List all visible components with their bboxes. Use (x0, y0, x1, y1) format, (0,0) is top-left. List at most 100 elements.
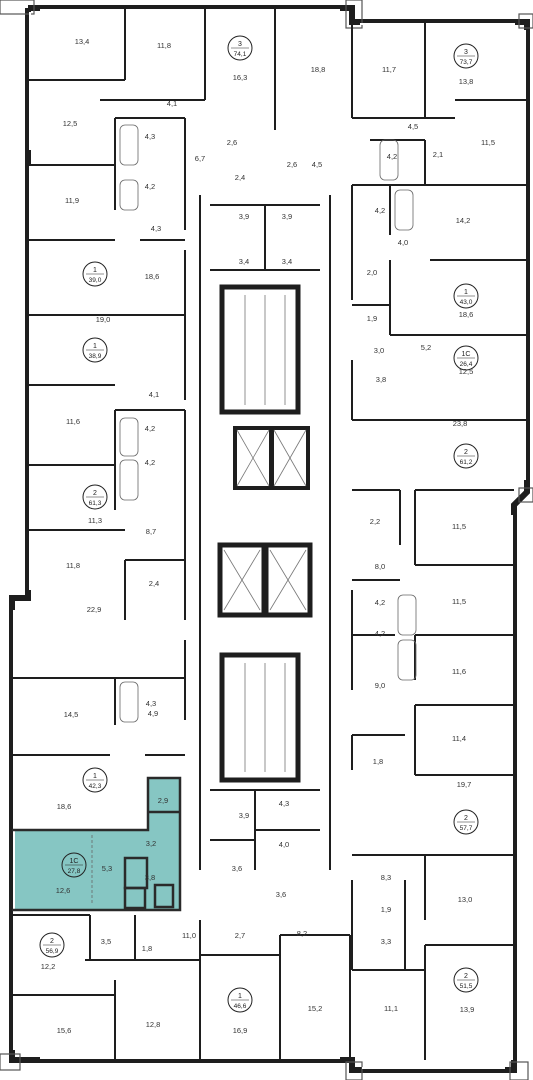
room-area-label: 11,5 (452, 522, 466, 531)
room-area-label: 11,8 (66, 561, 80, 570)
room-area-label: 3,6 (232, 864, 242, 873)
room-area-label: 11,6 (452, 667, 466, 676)
room-area-label: 13,9 (460, 1005, 475, 1014)
room-area-label: 3,2 (146, 839, 156, 848)
apartment-badge-apt-s-1[interactable]: 146,6 (227, 987, 253, 1013)
apartment-badge-apt-ne-3[interactable]: 373,7 (453, 43, 479, 69)
room-area-label: 1,9 (381, 905, 391, 914)
core-details (223, 295, 307, 772)
room-area-label: 16,3 (233, 73, 248, 82)
room-area-label: 2,4 (235, 173, 245, 182)
room-area-label: 11,3 (88, 516, 102, 525)
room-area-label: 3,9 (239, 212, 249, 221)
room-area-label: 4,3 (279, 799, 289, 808)
apartment-badge-apt-nw-3[interactable]: 374,1 (227, 35, 253, 61)
apartment-room-count: 1 (464, 289, 468, 296)
room-area-label: 4,5 (312, 160, 322, 169)
room-area-label: 4,5 (408, 122, 418, 131)
apartment-room-count: 1 (93, 267, 97, 274)
apartment-badge-apt-e-2a[interactable]: 261,2 (453, 443, 479, 469)
room-area-label: 8,0 (375, 562, 385, 571)
apartment-total-area: 46,6 (234, 1003, 247, 1010)
room-area-label: 3,8 (376, 375, 386, 384)
apartment-total-area: 61,3 (89, 500, 102, 507)
room-area-label: 3,4 (282, 257, 292, 266)
apartment-room-count: 3 (464, 49, 468, 56)
apartment-total-area: 39,0 (89, 277, 102, 284)
apartment-room-count: 1С (70, 858, 79, 865)
room-area-label: 12,5 (63, 119, 78, 128)
highlighted-apartment-outline (12, 776, 182, 912)
room-area-label: 1,8 (142, 944, 152, 953)
apartment-total-area: 61,2 (460, 459, 473, 466)
highlighted-apartment-fill[interactable] (12, 778, 180, 910)
room-area-label: 1,8 (373, 757, 383, 766)
room-area-label: 4,2 (145, 424, 155, 433)
room-area-label: 22,9 (87, 605, 102, 614)
room-area-label: 8,3 (381, 873, 391, 882)
room-area-label: 4,2 (145, 458, 155, 467)
room-area-label: 18,6 (145, 272, 160, 281)
room-area-label: 19,0 (96, 315, 111, 324)
room-area-label: 4,2 (387, 152, 397, 161)
room-area-label: 1,9 (367, 314, 377, 323)
room-area-label: 3,0 (374, 346, 384, 355)
apartment-badge-apt-w-1a[interactable]: 139,0 (82, 261, 108, 287)
apartment-room-count: 2 (93, 490, 97, 497)
room-area-label: 8,2 (297, 929, 307, 938)
apartment-badge-apt-w-1b[interactable]: 138,9 (82, 337, 108, 363)
room-area-label: 11,6 (66, 417, 80, 426)
room-area-label: 4,2 (375, 206, 385, 215)
room-area-label: 3,9 (239, 811, 249, 820)
room-area-label: 12,8 (146, 1020, 161, 1029)
room-area-label: 12,6 (56, 886, 71, 895)
room-area-label: 4,0 (398, 238, 408, 247)
apartment-total-area: 74,1 (234, 51, 247, 58)
apartment-badge-apt-e-2b[interactable]: 257,7 (453, 809, 479, 835)
bathroom-fixtures (119, 124, 417, 723)
room-area-label: 4,2 (375, 598, 385, 607)
room-area-label: 13,8 (459, 77, 474, 86)
room-area-label: 4,1 (167, 99, 177, 108)
apartment-room-count: 3 (238, 41, 242, 48)
room-area-label: 5,2 (421, 343, 431, 352)
room-area-label: 11,0 (182, 931, 196, 940)
room-area-label: 2,0 (367, 268, 377, 277)
apartment-room-count: 1 (93, 343, 97, 350)
apartment-room-count: 2 (464, 815, 468, 822)
room-area-label: 2,7 (235, 931, 245, 940)
room-area-label: 4,1 (149, 390, 159, 399)
room-area-label: 6,7 (195, 154, 205, 163)
apartment-total-area: 73,7 (460, 59, 473, 66)
apartment-badge-apt-se-2[interactable]: 251,5 (453, 967, 479, 993)
apartment-badge-apt-sw-2[interactable]: 256,9 (39, 932, 65, 958)
room-area-label: 18,6 (57, 802, 72, 811)
interior-walls (12, 8, 527, 1060)
room-area-label: 13,4 (75, 37, 90, 46)
apartment-room-count: 1 (93, 773, 97, 780)
room-area-label: 4,3 (145, 132, 155, 141)
room-area-label: 3,9 (282, 212, 292, 221)
room-area-label: 11,5 (481, 138, 495, 147)
room-area-label: 13,0 (458, 895, 473, 904)
apartment-badge-apt-e-1a[interactable]: 143,0 (453, 283, 479, 309)
room-area-label: 14,2 (456, 216, 471, 225)
room-area-label: 15,2 (308, 1004, 323, 1013)
room-area-label: 11,9 (65, 196, 79, 205)
apartment-room-count: 2 (464, 449, 468, 456)
room-area-label: 16,9 (233, 1026, 248, 1035)
room-area-label: 3,5 (101, 937, 111, 946)
apartment-badge-apt-w-1c[interactable]: 142,3 (82, 767, 108, 793)
room-area-label: 11,4 (452, 734, 466, 743)
room-area-label: 9,0 (375, 681, 385, 690)
apartment-badge-apt-w-2a[interactable]: 261,3 (82, 484, 108, 510)
room-area-label: 18,8 (311, 65, 326, 74)
room-area-label: 3,4 (239, 257, 249, 266)
room-area-label: 8,7 (146, 527, 156, 536)
